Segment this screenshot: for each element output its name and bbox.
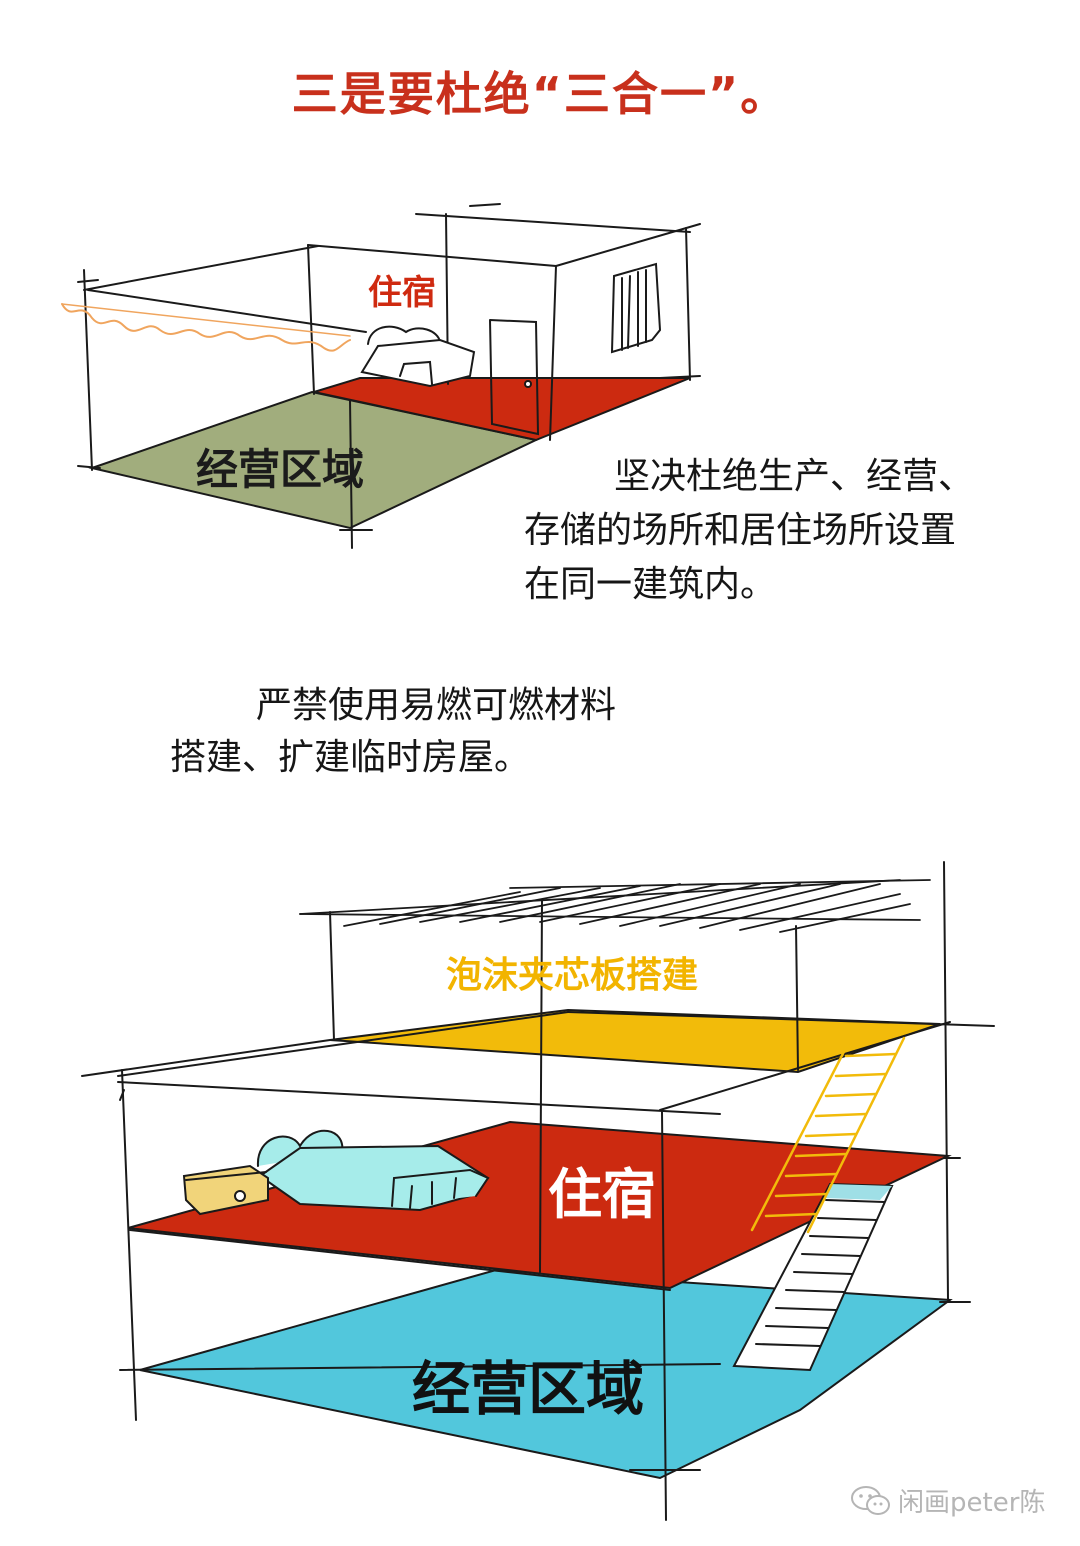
bottom-bed <box>256 1129 490 1212</box>
wechat-icon <box>851 1485 890 1515</box>
top-window-curtain <box>610 262 662 354</box>
bottom-business-label: 经营区域 <box>412 1355 645 1423</box>
bottom-lodging-label: 住宿 <box>548 1163 656 1226</box>
watermark-text: 闲画peter陈 <box>898 1488 1046 1518</box>
top-scene <box>61 203 701 549</box>
top-awning <box>61 303 351 352</box>
bottom-business-floor <box>139 1268 953 1480</box>
top-lodging-label: 住宿 <box>368 273 436 313</box>
note-line: 严禁使用易燃可燃材料 <box>256 685 617 726</box>
note-mixed-use: 坚决杜绝生产、经营、 存储的场所和居住场所设置 在同一建筑内。 <box>524 450 974 612</box>
door-knob <box>524 380 532 388</box>
page-title: 三是要杜绝“三合一”。 <box>291 67 789 121</box>
note-line: 坚决杜绝生产、经营、 <box>614 456 975 497</box>
chest <box>182 1164 269 1216</box>
note-flammable: 严禁使用易燃可燃材料 搭建、扩建临时房屋。 <box>170 680 616 784</box>
note-line: 存储的场所和居住场所设置 <box>524 510 957 551</box>
note-line: 搭建、扩建临时房屋。 <box>170 737 531 778</box>
yellow-ladder <box>750 1036 906 1234</box>
note-line: 在同一建筑内。 <box>524 564 777 605</box>
top-business-label: 经营区域 <box>196 445 365 494</box>
top-bed <box>360 325 476 388</box>
bottom-scene <box>81 861 995 1521</box>
hatched-roof <box>299 879 931 933</box>
watermark: 闲画peter陈 <box>850 1482 1045 1519</box>
foam-board-label: 泡沫夹芯板搭建 <box>446 955 699 996</box>
top-door <box>489 319 540 436</box>
